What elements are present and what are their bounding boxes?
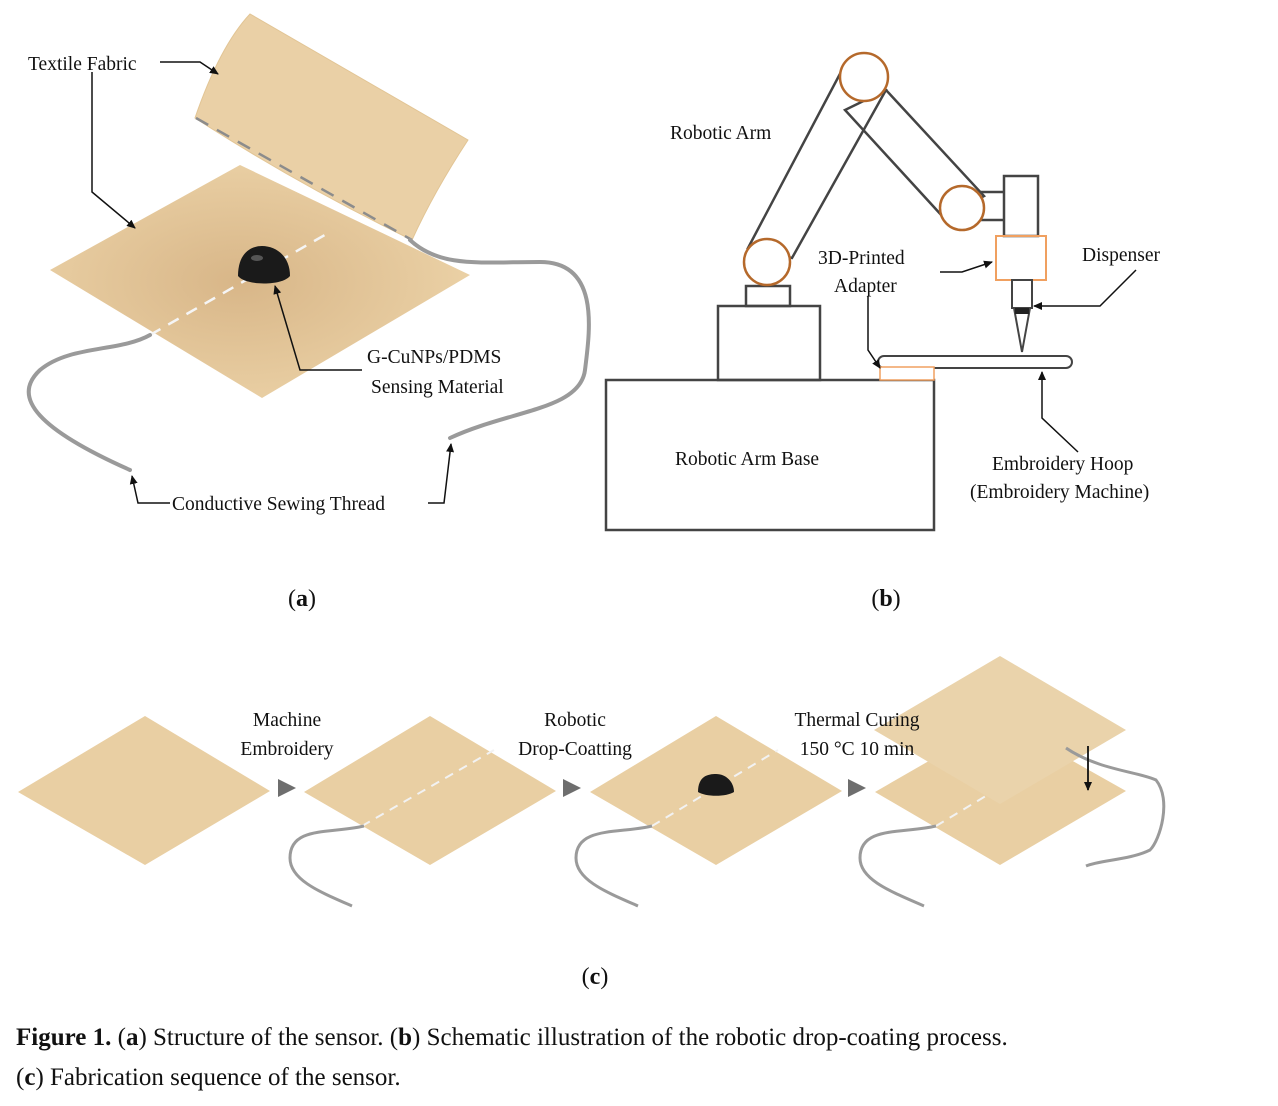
caption-b-text: Schematic illustration of the robotic dr… bbox=[426, 1024, 1008, 1051]
arm-pedestal bbox=[716, 304, 822, 382]
panel-b-tag: (b) bbox=[871, 586, 900, 612]
step-2-line-2: Drop-Coatting bbox=[518, 739, 632, 760]
joint-wrist bbox=[938, 184, 986, 232]
adapter-3d-printed bbox=[995, 235, 1047, 281]
fabric-stage-4-top bbox=[874, 656, 1126, 804]
caption-c-letter: c bbox=[24, 1064, 36, 1091]
embroidery-hoop bbox=[877, 355, 1073, 369]
panel-a-tag: (a) bbox=[288, 586, 316, 612]
label-hoop-1: Embroidery Hoop bbox=[992, 454, 1133, 475]
sensing-dome bbox=[238, 246, 290, 284]
arm-neck bbox=[744, 284, 792, 308]
caption-a-letter: a bbox=[125, 1024, 139, 1051]
step-arrow-1 bbox=[278, 779, 296, 797]
panel-c: Machine Embroidery Robotic Drop-Coatting… bbox=[18, 656, 1166, 990]
dispenser-nozzle bbox=[1012, 307, 1032, 353]
figure-caption: Figure 1. (a) Structure of the sensor. (… bbox=[16, 1024, 1008, 1091]
step-1-line-2: Embroidery bbox=[240, 739, 333, 760]
panel-b-labels: Robotic Arm 3D-Printed Adapter Dispenser… bbox=[670, 123, 1160, 612]
caption-c-text: Fabrication sequence of the sensor. bbox=[50, 1064, 401, 1091]
joint-elbow bbox=[838, 51, 890, 103]
thread-left bbox=[26, 333, 152, 472]
dispenser-body bbox=[1011, 279, 1033, 309]
caption-b-letter: b bbox=[398, 1024, 413, 1051]
label-dispenser: Dispenser bbox=[1082, 245, 1160, 266]
label-conductive-thread: Conductive Sewing Thread bbox=[172, 494, 385, 515]
hoop-adapter bbox=[879, 366, 935, 381]
label-adapter-1: 3D-Printed bbox=[818, 248, 905, 269]
wrist-block bbox=[1002, 174, 1040, 238]
label-adapter-2: Adapter bbox=[834, 276, 897, 297]
step-arrow-3 bbox=[848, 779, 866, 797]
step-arrow-2 bbox=[563, 779, 581, 797]
label-textile-fabric: Textile Fabric bbox=[28, 54, 137, 75]
top-fabric bbox=[194, 13, 469, 241]
thread-right bbox=[408, 238, 591, 440]
label-robotic-arm: Robotic Arm bbox=[670, 123, 771, 144]
thread-stage-2 bbox=[288, 824, 365, 908]
bottom-stitches bbox=[149, 230, 331, 337]
joint-shoulder bbox=[742, 237, 792, 287]
label-hoop-2: (Embroidery Machine) bbox=[970, 482, 1149, 503]
step-1-line-1: Machine bbox=[253, 710, 321, 731]
caption-a-text: Structure of the sensor. bbox=[153, 1024, 384, 1051]
top-stitches bbox=[195, 116, 413, 242]
label-base: Robotic Arm Base bbox=[675, 449, 819, 470]
caption-figure-label: Figure 1. bbox=[16, 1024, 112, 1051]
thread-stage-3 bbox=[574, 824, 653, 908]
panel-a: Textile Fabric G-CuNPs/PDMS Sensing Mate… bbox=[26, 13, 591, 612]
step-3-line-2: 150 °C 10 min bbox=[800, 739, 915, 760]
step-2-line-1: Robotic bbox=[544, 710, 606, 731]
thread-stage-4-right bbox=[1065, 746, 1166, 868]
step-3-line-1: Thermal Curing bbox=[794, 710, 919, 731]
panel-c-tag: (c) bbox=[582, 964, 609, 990]
label-sensing-2: Sensing Material bbox=[371, 377, 504, 398]
fabric-stage-1 bbox=[18, 716, 270, 865]
thread-stage-4-left bbox=[858, 824, 937, 908]
label-sensing-1: G-CuNPs/PDMS bbox=[367, 347, 501, 368]
fabric-stage-2 bbox=[304, 716, 556, 865]
